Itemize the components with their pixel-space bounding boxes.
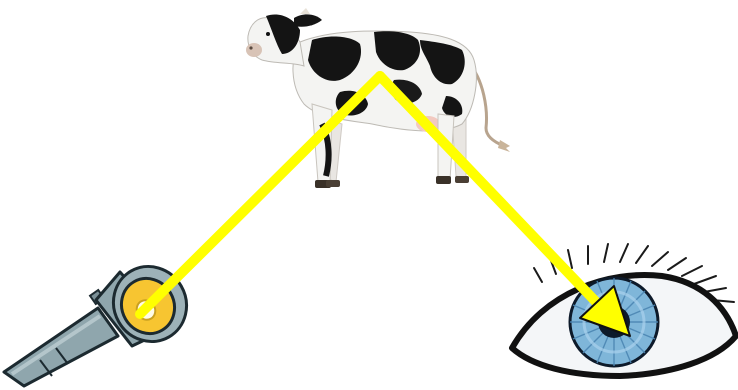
cow-icon (246, 8, 510, 188)
eye-icon (512, 244, 736, 376)
incident-ray (140, 76, 380, 314)
reflected-ray (380, 76, 598, 304)
flashlight-icon (4, 253, 200, 386)
